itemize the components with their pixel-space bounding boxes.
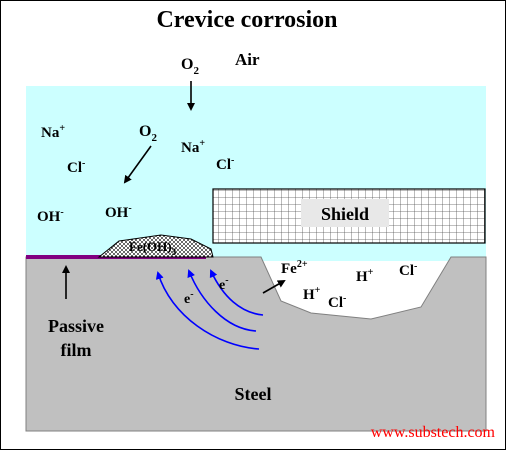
website-link[interactable]: www.substech.com [371, 424, 496, 441]
steel-body [25, 256, 487, 432]
hydroxide-ion-left: OH- [37, 207, 64, 225]
chloride-ion-crevice-left: Cl- [328, 293, 346, 311]
hydroxide-ion-right: OH- [105, 203, 132, 221]
o2-top-label: O2 [181, 56, 199, 77]
shield-label: Shield [321, 204, 369, 224]
chloride-ion-right: Cl- [216, 155, 234, 173]
hydrogen-ion-left: H+ [303, 285, 321, 303]
electron-arrow-middle [187, 269, 257, 332]
diagram-title: Crevice corrosion [156, 7, 337, 33]
air-label: Air [235, 50, 260, 69]
sodium-ion-left: Na+ [41, 123, 65, 141]
oxygen-diffusion-arrow [123, 145, 152, 184]
chloride-ion-crevice-right: Cl- [399, 261, 417, 279]
electron-label-upper: e- [219, 275, 229, 293]
iron-ion-label: Fe2+ [281, 259, 308, 277]
hydrogen-ion-right: H+ [356, 267, 374, 285]
iron-hydroxide-deposit [97, 234, 214, 258]
electron-arrow-inner [209, 269, 264, 316]
electron-arrow-outer [155, 271, 260, 350]
iron-hydroxide-label: Fe(OH)3 [129, 239, 177, 257]
electron-label-lower: e- [184, 289, 194, 307]
passive-film-label-line2: film [61, 340, 92, 360]
passive-film-label-line1: Passive [48, 316, 104, 336]
iron-ion-arrow [262, 280, 286, 294]
chloride-ion-left: Cl- [67, 158, 85, 176]
steel-label: Steel [235, 384, 272, 404]
o2-mid-label: O2 [139, 123, 157, 144]
sodium-ion-right: Na+ [181, 138, 205, 156]
shield-label-bg [301, 199, 389, 227]
